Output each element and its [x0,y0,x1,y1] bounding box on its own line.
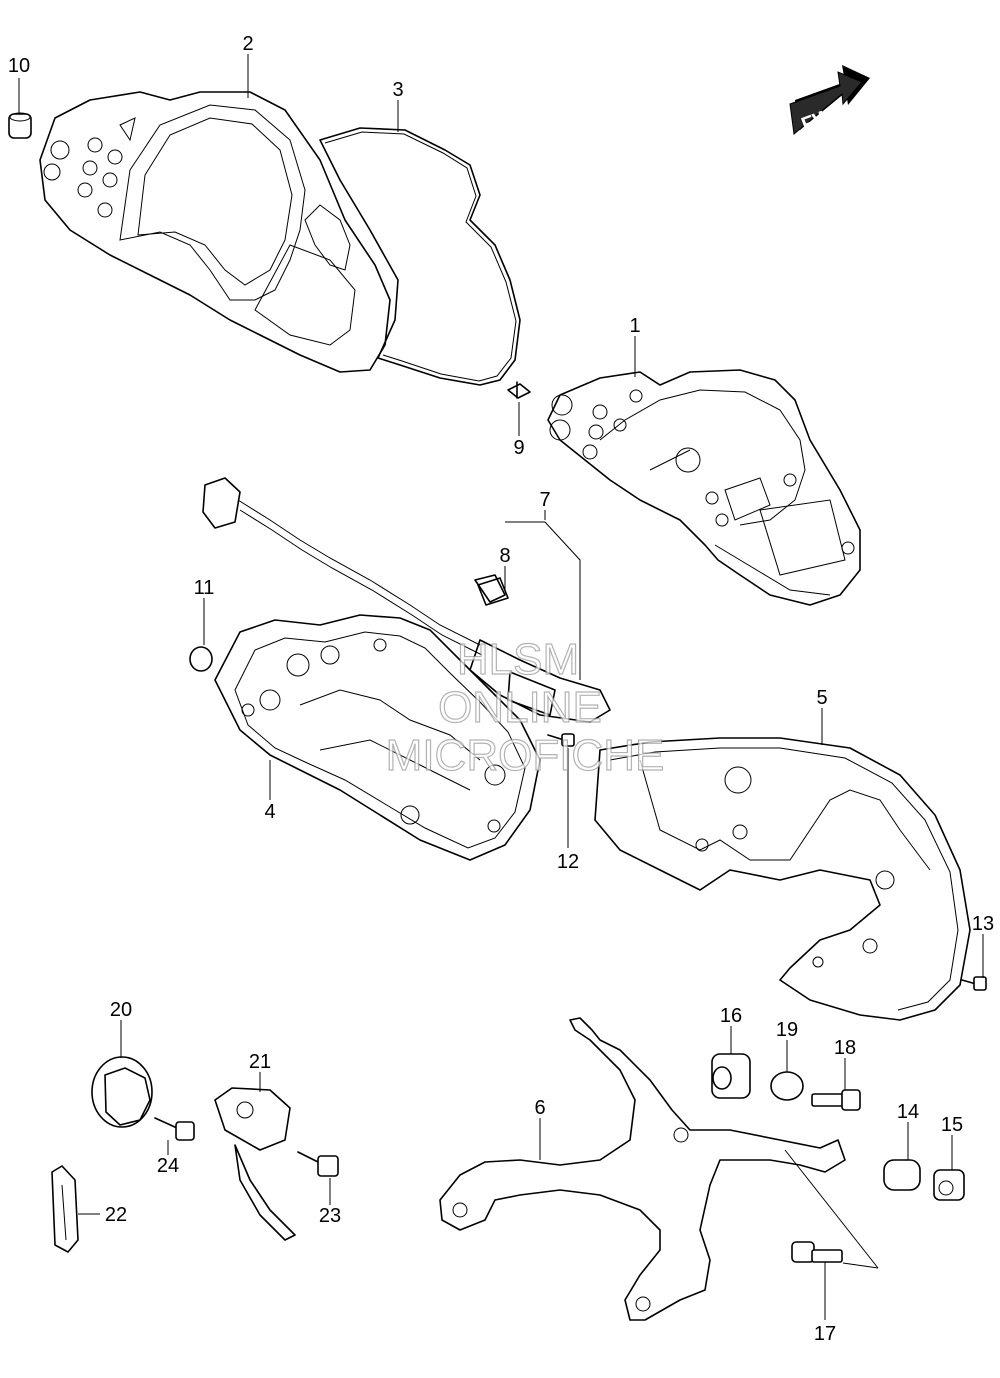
part-24-screw [154,1117,195,1141]
part-17-bolt [791,1241,843,1263]
part-8-clip [477,577,509,606]
part-7-wire-harness [202,477,611,723]
part-13-screw [961,976,987,991]
part-19-washer [770,1071,804,1101]
part-20-bracket [91,1056,153,1128]
leader-lines [18,54,984,1320]
watermark-line1: HLSM [457,635,579,684]
part-number-19: 19 [776,1019,798,1041]
part-12-screw [547,733,575,747]
part-3-gasket [319,127,521,386]
part-number-20: 20 [110,999,132,1021]
part-number-7: 7 [539,489,550,511]
part-number-2: 2 [242,33,253,55]
watermark-line2: ONLINE [438,683,602,732]
part-number-12: 12 [557,851,579,873]
watermark-line3: MICROFICHE [386,731,665,780]
part-number-14: 14 [897,1101,919,1123]
part-number-11: 11 [194,577,215,599]
bracket-leader [784,1149,879,1269]
part-number-5: 5 [816,687,827,709]
part-18-bolt [811,1089,861,1111]
watermark: HLSM ONLINE MICROFICHE [385,634,665,780]
part-1-meter-assembly [547,369,861,606]
part-11-grommet [189,646,213,672]
part-22-band [51,1165,79,1253]
part-14-grommet [883,1159,921,1191]
part-number-21: 21 [249,1051,271,1073]
part-15-nut [933,1169,965,1201]
part-9-screw [507,381,531,399]
part-number-3: 3 [392,79,403,101]
part-number-1: 1 [629,315,640,337]
fwd-arrow-icon: FWD [789,65,870,136]
part-number-24: 24 [157,1155,179,1177]
part-23-screw [297,1151,339,1177]
part-2-meter-cover [39,91,391,373]
part-4-lower-case [214,614,541,861]
part-number-15: 15 [941,1114,963,1136]
part-21-connector [214,1087,296,1241]
part-number-17: 17 [814,1323,836,1345]
part-10-cap [8,112,32,139]
part-number-8: 8 [499,545,510,567]
part-16-collar [711,1053,751,1099]
part-number-4: 4 [264,801,275,823]
part-number-22: 22 [105,1204,127,1226]
part-number-23: 23 [319,1205,341,1227]
part-number-6: 6 [534,1097,545,1119]
part-number-16: 16 [720,1005,742,1027]
part-number-18: 18 [834,1037,856,1059]
part-number-10: 10 [8,55,30,77]
part-number-9: 9 [513,437,524,459]
bracket-leader-2 [842,1262,879,1269]
part-5-rear-cover [594,737,971,1021]
part-6-bracket [439,1017,846,1321]
part-number-13: 13 [972,913,994,935]
part-number-labels: 1 2 3 4 5 6 7 8 9 10 11 12 13 14 15 16 1… [8,33,994,1345]
